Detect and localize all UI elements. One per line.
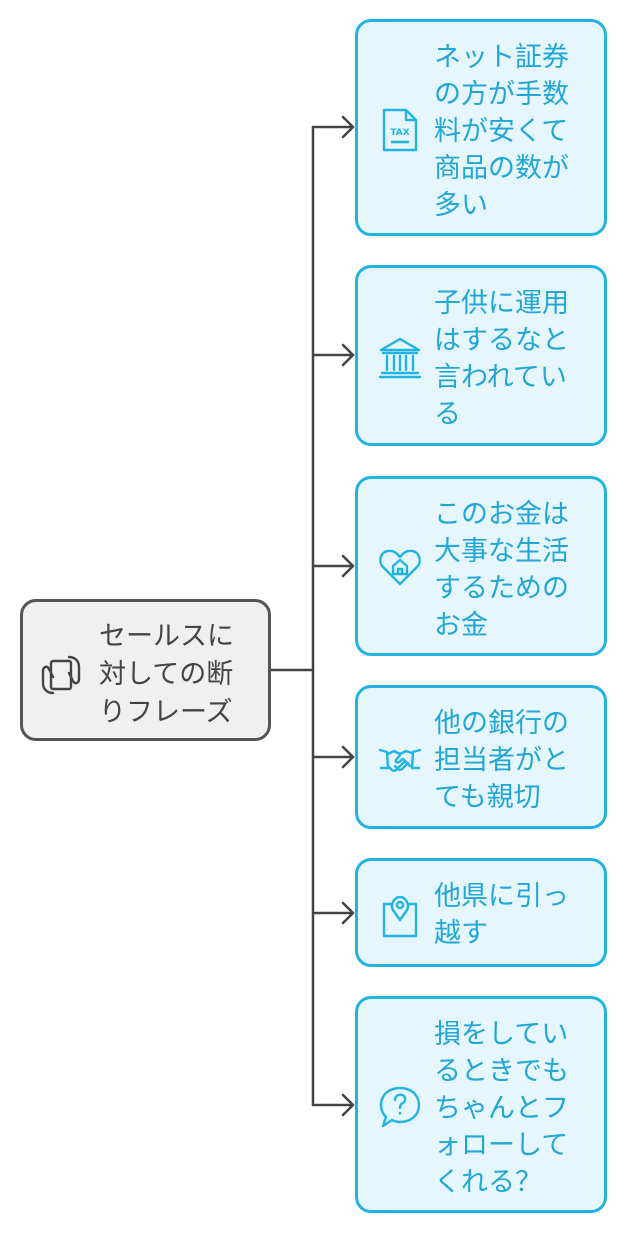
leaf-node-4: 他の銀行の 担当者がと ても親切 bbox=[355, 685, 607, 829]
bank-icon bbox=[378, 337, 422, 379]
branch-5-arrowhead bbox=[341, 901, 355, 925]
leaf-node-5: 他県に引っ 越す bbox=[355, 858, 607, 967]
leaf-label-5: 他県に引っ 越す bbox=[434, 881, 569, 949]
leaf-label-1: ネット証券 の方が手数 料が安くて 商品の数が 多い bbox=[434, 42, 569, 221]
map-pin-icon bbox=[382, 895, 418, 938]
leaf-node-3: このお金は 大事な生活 するための お金 bbox=[355, 476, 607, 656]
svg-text:TAX: TAX bbox=[390, 128, 409, 138]
leaf-label-3: このお金は 大事な生活 するための お金 bbox=[434, 499, 569, 641]
leaf-label-6: 損をしてい るときでも ちゃんとフ ォローして くれる？ bbox=[434, 1019, 569, 1198]
branch-6-arrowhead bbox=[341, 1093, 355, 1117]
question-bubble-icon bbox=[379, 1086, 421, 1128]
leaf-node-1: TAX ネット証券 の方が手数 料が安くて 商品の数が 多い bbox=[355, 19, 607, 236]
root-label: セールスに 対しての断 りフレーズ bbox=[99, 621, 234, 728]
tax-document-icon: TAX bbox=[382, 108, 418, 152]
leaf-label-4: 他の銀行の 担当者がと ても親切 bbox=[434, 708, 569, 813]
leaf-node-6: 損をしてい るときでも ちゃんとフ ォローして くれる？ bbox=[355, 996, 607, 1213]
branch-1-arrowhead bbox=[341, 115, 355, 139]
branch-4-arrowhead bbox=[341, 745, 355, 769]
branch-3-arrowhead bbox=[341, 554, 355, 578]
branch-2-arrowhead bbox=[341, 343, 355, 367]
root-node: セールスに 対しての断 りフレーズ bbox=[20, 599, 271, 741]
heart-house-icon bbox=[379, 549, 421, 586]
hand-document-icon bbox=[41, 655, 81, 695]
handshake-icon bbox=[378, 748, 422, 772]
leaf-node-2: 子供に運用 はするなと 言われてい る bbox=[355, 265, 607, 446]
leaf-label-2: 子供に運用 はするなと 言われてい る bbox=[434, 288, 569, 430]
